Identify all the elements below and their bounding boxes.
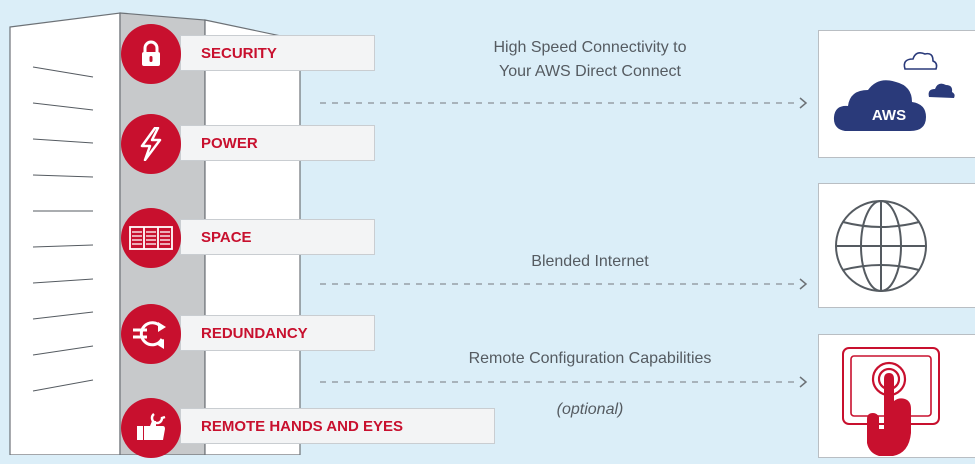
service-box-aws: AWS [818,30,975,158]
left-panel [9,12,121,455]
touchscreen-hand-icon [842,347,940,456]
aws-cloud-icon [833,52,955,131]
aws-label: AWS [871,107,907,124]
arrow-head-1 [799,97,808,109]
feature-label-space: SPACE [180,219,375,255]
service-box-internet [818,183,975,308]
lock-icon [121,24,181,84]
arrow-head-2 [799,278,808,290]
globe-icon [835,200,927,292]
feature-label-redundancy: REDUNDANCY [180,315,375,351]
redundancy-arrows-icon [121,304,181,364]
connection-lines [320,102,795,383]
panel-lines [32,66,94,392]
feature-label-power: POWER [180,125,375,161]
connection-aws-line2: Your AWS Direct Connect [498,63,681,80]
feature-label-remote-hands: REMOTE HANDS AND EYES [180,408,495,444]
connection-aws: High Speed Connectivity to Your AWS Dire… [410,36,770,84]
arrow-heads [799,97,808,388]
connection-remote-config: Remote Configuration Capabilities [468,350,712,367]
connection-internet: Blended Internet [531,253,649,270]
hand-wrench-icon [121,398,181,458]
feature-label-security: SECURITY [180,35,375,71]
service-box-remote [818,334,975,458]
lightning-icon [121,114,181,174]
connection-remote-config-note: (optional) [556,401,624,418]
server-rack-icon [121,208,181,268]
connection-aws-line1: High Speed Connectivity to [493,39,687,56]
arrow-head-3 [799,376,808,388]
